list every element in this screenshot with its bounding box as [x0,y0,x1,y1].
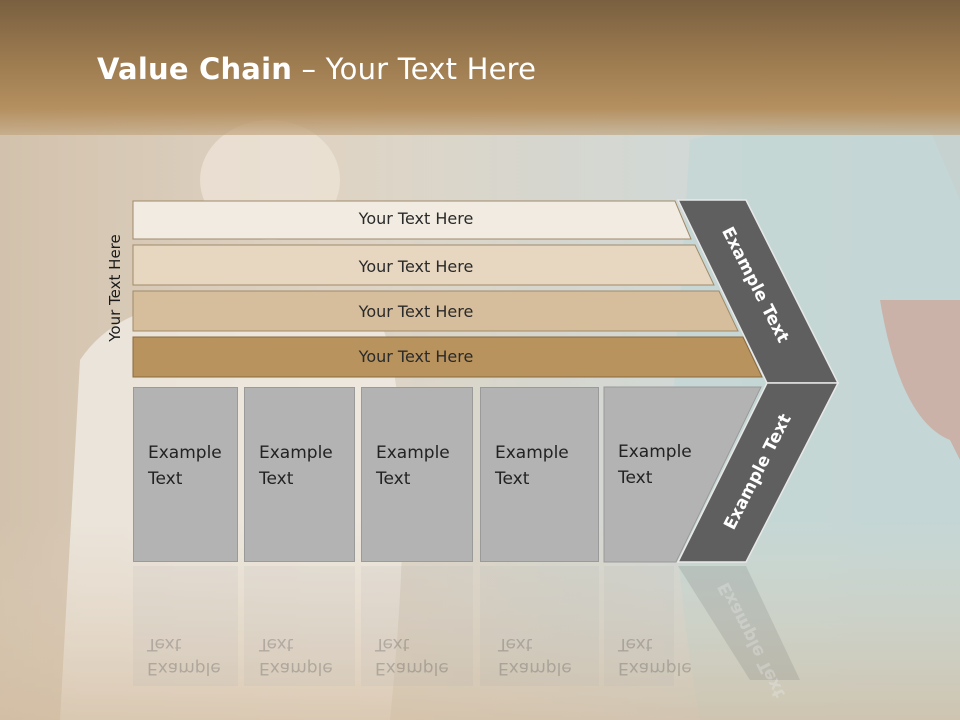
box-1-text: Example Text [148,443,222,489]
box-4[interactable]: Example Text [480,387,599,562]
row-1-shape[interactable] [132,200,692,240]
box-3-reflection-text: Example Text [375,634,449,678]
box-4-text: Example Text [495,443,569,489]
row-4-shape[interactable] [132,336,763,378]
box-3-text: Example Text [376,443,450,489]
chevron-reflection [678,566,800,680]
row-1-label: Your Text Here [358,209,474,228]
row-2-shape[interactable] [132,244,715,286]
box-reflection [133,566,238,686]
box-reflection [244,566,355,686]
title-band [0,0,960,135]
box-2-text: Example Text [259,443,333,489]
title-bold: Value Chain [97,52,293,86]
box-4-reflection-text: Example Text [498,634,572,678]
row-4-label: Your Text Here [358,347,474,366]
row-3-shape[interactable] [132,290,739,332]
box-5-reflection-text: Example Text [618,634,692,678]
box-5-text-container: Example Text [604,387,692,562]
box-5-shape[interactable] [603,386,762,563]
lower-chevron[interactable] [676,382,840,563]
box-reflection [604,566,674,686]
row-3-label: Your Text Here [358,302,474,321]
box-reflection [361,566,473,686]
box-2[interactable]: Example Text [244,387,355,562]
box-3[interactable]: Example Text [361,387,473,562]
row-2-label: Your Text Here [358,257,474,276]
page-title[interactable]: Value Chain – Your Text Here [97,52,536,86]
box-5-text: Example Text [618,442,692,488]
box-1[interactable]: Example Text [133,387,238,562]
title-rest: – Your Text Here [292,52,537,86]
box-2-reflection-text: Example Text [259,634,333,678]
box-1-reflection-text: Example Text [147,634,221,678]
box-reflection [480,566,599,686]
